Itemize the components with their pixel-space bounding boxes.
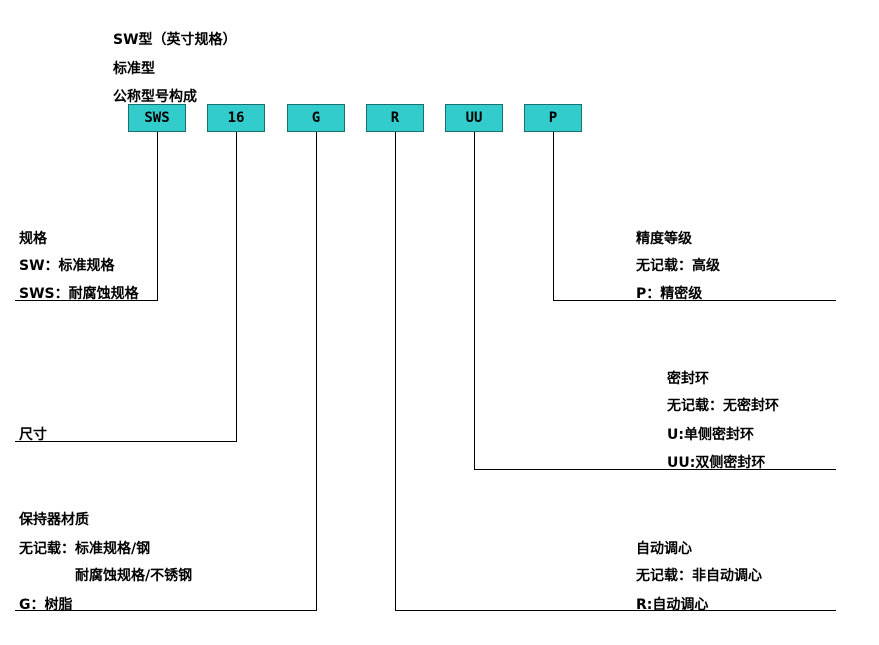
seal-item-single: U:单侧密封环 xyxy=(667,427,754,443)
header-subtitle: 标准型 xyxy=(113,61,155,77)
spec-item-corrosion: SWS：耐腐蚀规格 xyxy=(19,286,139,302)
alignment-item-self: R:自动调心 xyxy=(636,597,709,613)
code-box-spec: SWS xyxy=(128,104,186,132)
header-caption: 公称型号构成 xyxy=(113,89,197,105)
code-box-retainer: G xyxy=(287,104,345,132)
code-box-size: 16 xyxy=(207,104,265,132)
size-title: 尺寸 xyxy=(19,427,47,443)
connector-size xyxy=(15,132,237,442)
accuracy-item-high: 无记载：高级 xyxy=(636,258,720,274)
retainer-title: 保持器材质 xyxy=(19,512,89,528)
alignment-title: 自动调心 xyxy=(636,541,692,557)
retainer-item-standard: 无记载：标准规格/钢 xyxy=(19,541,151,557)
accuracy-item-precision: P：精密级 xyxy=(636,286,703,302)
header-title: SW型（英寸规格） xyxy=(113,32,237,48)
retainer-item-resin: G：树脂 xyxy=(19,597,73,613)
spec-title: 规格 xyxy=(19,231,47,247)
seal-item-double: UU:双侧密封环 xyxy=(667,455,766,471)
alignment-item-none: 无记载：非自动调心 xyxy=(636,568,762,584)
spec-item-standard: SW：标准规格 xyxy=(19,258,115,274)
seal-title: 密封环 xyxy=(667,371,709,387)
code-box-alignment: R xyxy=(366,104,424,132)
code-box-seal: UU xyxy=(445,104,503,132)
retainer-item-stainless: 耐腐蚀规格/不锈钢 xyxy=(75,568,193,584)
code-box-accuracy: P xyxy=(524,104,582,132)
connector-accuracy xyxy=(553,132,836,301)
accuracy-title: 精度等级 xyxy=(636,231,692,247)
seal-item-none: 无记载：无密封环 xyxy=(667,398,779,414)
connector-retainer xyxy=(15,132,317,611)
connector-spec xyxy=(15,132,158,301)
connector-alignment xyxy=(395,132,836,611)
connector-seal xyxy=(474,132,836,470)
